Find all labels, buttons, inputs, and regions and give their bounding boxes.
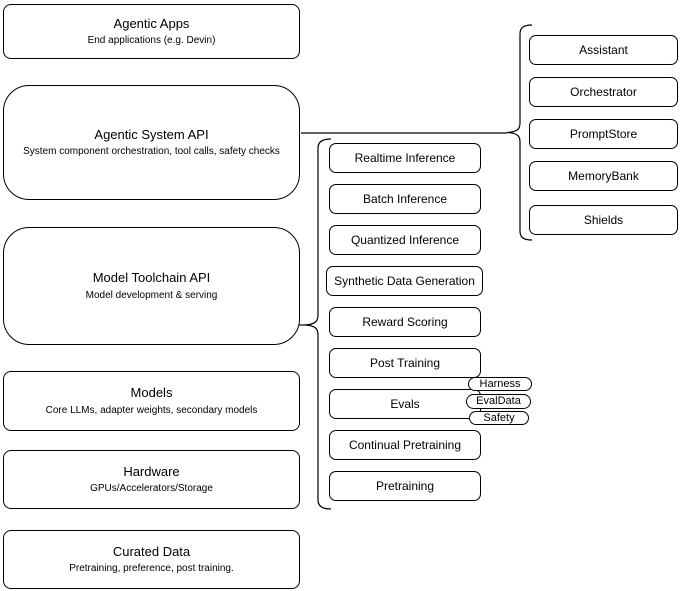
- node-pretraining: Pretraining: [329, 471, 481, 501]
- box-title: Model Toolchain API: [92, 270, 211, 286]
- box-subtitle: GPUs/Accelerators/Storage: [90, 483, 213, 495]
- box-title: Agentic System API: [94, 126, 209, 142]
- node-shields: Shields: [529, 205, 678, 235]
- box-title: Curated Data: [112, 543, 191, 559]
- node-synthetic-data-generation: Synthetic Data Generation: [326, 266, 483, 296]
- node-batch-inference: Batch Inference: [329, 184, 481, 214]
- box-subtitle: End applications (e.g. Devin): [87, 35, 216, 47]
- box-curated-data: Curated Data Pretraining, preference, po…: [3, 530, 300, 589]
- box-agentic-apps: Agentic Apps End applications (e.g. Devi…: [3, 4, 300, 59]
- tag-harness: Harness: [468, 377, 532, 391]
- node-reward-scoring: Reward Scoring: [329, 307, 481, 337]
- box-model-toolchain-api: Model Toolchain API Model development & …: [3, 227, 300, 345]
- system-group-brace: [506, 24, 533, 241]
- box-subtitle: Core LLMs, adapter weights, secondary mo…: [45, 404, 258, 416]
- node-continual-pretraining: Continual Pretraining: [329, 430, 481, 460]
- box-subtitle: System component orchestration, tool cal…: [23, 146, 280, 158]
- box-models: Models Core LLMs, adapter weights, secon…: [3, 371, 300, 431]
- node-post-training: Post Training: [329, 348, 481, 378]
- node-promptstore: PromptStore: [529, 119, 678, 149]
- tag-evaldata: EvalData: [466, 394, 531, 409]
- box-agentic-system-api: Agentic System API System component orch…: [3, 85, 300, 200]
- box-hardware: Hardware GPUs/Accelerators/Storage: [3, 450, 300, 509]
- node-assistant: Assistant: [529, 35, 678, 65]
- box-subtitle: Model development & serving: [85, 289, 218, 301]
- node-orchestrator: Orchestrator: [529, 77, 678, 107]
- node-quantized-inference: Quantized Inference: [329, 225, 481, 255]
- node-memorybank: MemoryBank: [529, 161, 678, 191]
- node-evals: Evals: [329, 389, 481, 419]
- toolchain-group-brace: [304, 138, 332, 510]
- box-title: Models: [130, 385, 173, 401]
- box-title: Agentic Apps: [113, 15, 190, 31]
- box-title: Hardware: [123, 463, 180, 479]
- tag-safety: Safety: [469, 411, 529, 425]
- node-realtime-inference: Realtime Inference: [329, 143, 481, 173]
- box-subtitle: Pretraining, preference, post training.: [69, 563, 234, 575]
